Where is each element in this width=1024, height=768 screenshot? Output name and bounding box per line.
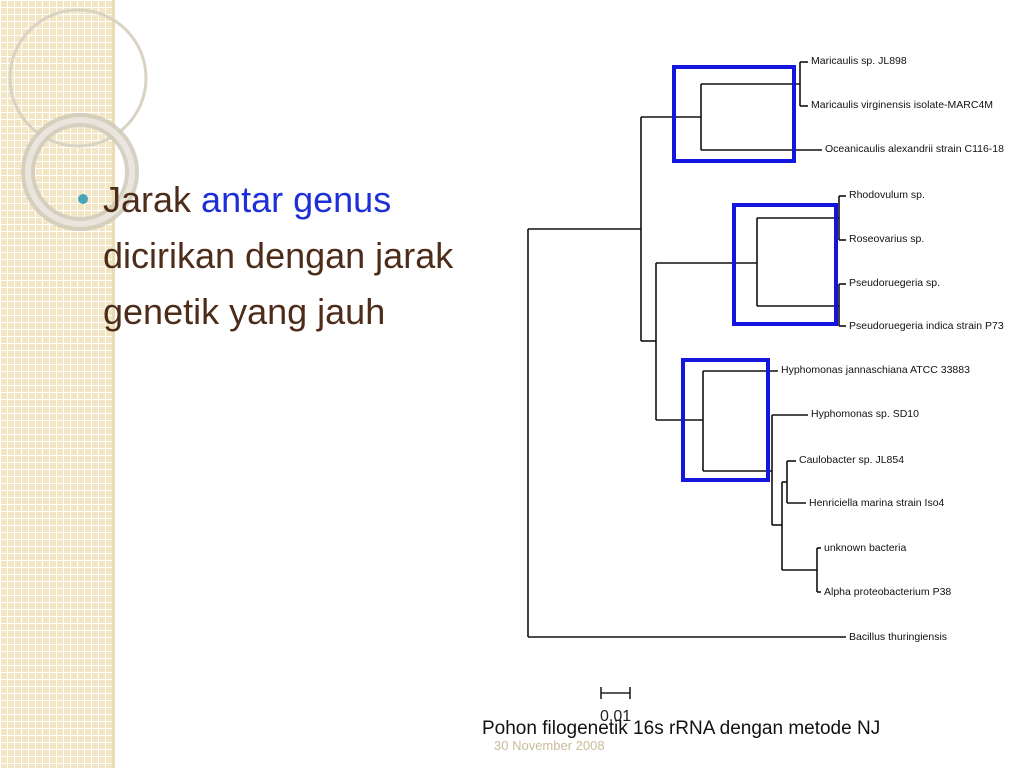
leaf-label: Alpha proteobacterium P38 bbox=[824, 586, 951, 598]
leaf-label: Hyphomonas jannaschiana ATCC 33883 bbox=[781, 364, 970, 376]
leaf-label: Bacillus thuringiensis bbox=[849, 631, 947, 643]
scale-bar-line bbox=[600, 687, 631, 699]
leaf-label: Oceanicaulis alexandrii strain C116-18 bbox=[825, 143, 1004, 155]
figure-caption: Pohon filogenetik 16s rRNA dengan metode… bbox=[482, 718, 881, 739]
decorative-rings bbox=[8, 8, 148, 231]
bullet-text: Jarak antar genus dicirikan dengan jarak… bbox=[103, 172, 483, 340]
decorative-ring-lower-inner bbox=[25, 117, 135, 227]
leaf-label: Roseovarius sp. bbox=[849, 233, 924, 245]
side-band-edge bbox=[112, 0, 115, 768]
clade-box-hyphomonas bbox=[681, 358, 770, 482]
bullet-highlight-antar-genus: antar genus bbox=[201, 179, 392, 220]
clade-box-maricaulis bbox=[672, 65, 796, 163]
leaf-label: Pseudoruegeria indica strain P73 bbox=[849, 320, 1004, 332]
bullet-icon bbox=[78, 194, 88, 204]
footer-date: 30 November 2008 bbox=[494, 738, 605, 753]
scale-bar: 0.01 bbox=[600, 687, 631, 725]
leaf-label: Maricaulis virginensis isolate-MARC4M bbox=[811, 99, 993, 111]
leaf-label: Henriciella marina strain Iso4 bbox=[809, 497, 945, 509]
clade-highlight-boxes bbox=[672, 65, 838, 482]
clade-box-rhodobacteraceae bbox=[732, 203, 838, 326]
leaf-label: Hyphomonas sp. SD10 bbox=[811, 408, 919, 420]
leaf-label: Pseudoruegeria sp. bbox=[849, 277, 940, 289]
bullet-rest: dicirikan dengan jarak genetik yang jauh bbox=[103, 235, 454, 332]
leaf-label: Rhodovulum sp. bbox=[849, 189, 925, 201]
tree-leaf-labels: Maricaulis sp. JL898 Maricaulis virginen… bbox=[781, 55, 1004, 643]
leaf-label: Caulobacter sp. JL854 bbox=[799, 454, 904, 466]
bullet-word-jarak: Jarak bbox=[103, 179, 192, 220]
decorative-ring-upper bbox=[8, 8, 148, 148]
tree-branches bbox=[527, 61, 846, 638]
leaf-label: unknown bacteria bbox=[824, 542, 906, 554]
leaf-label: Maricaulis sp. JL898 bbox=[811, 55, 907, 67]
scale-bar-label: 0.01 bbox=[600, 708, 631, 725]
